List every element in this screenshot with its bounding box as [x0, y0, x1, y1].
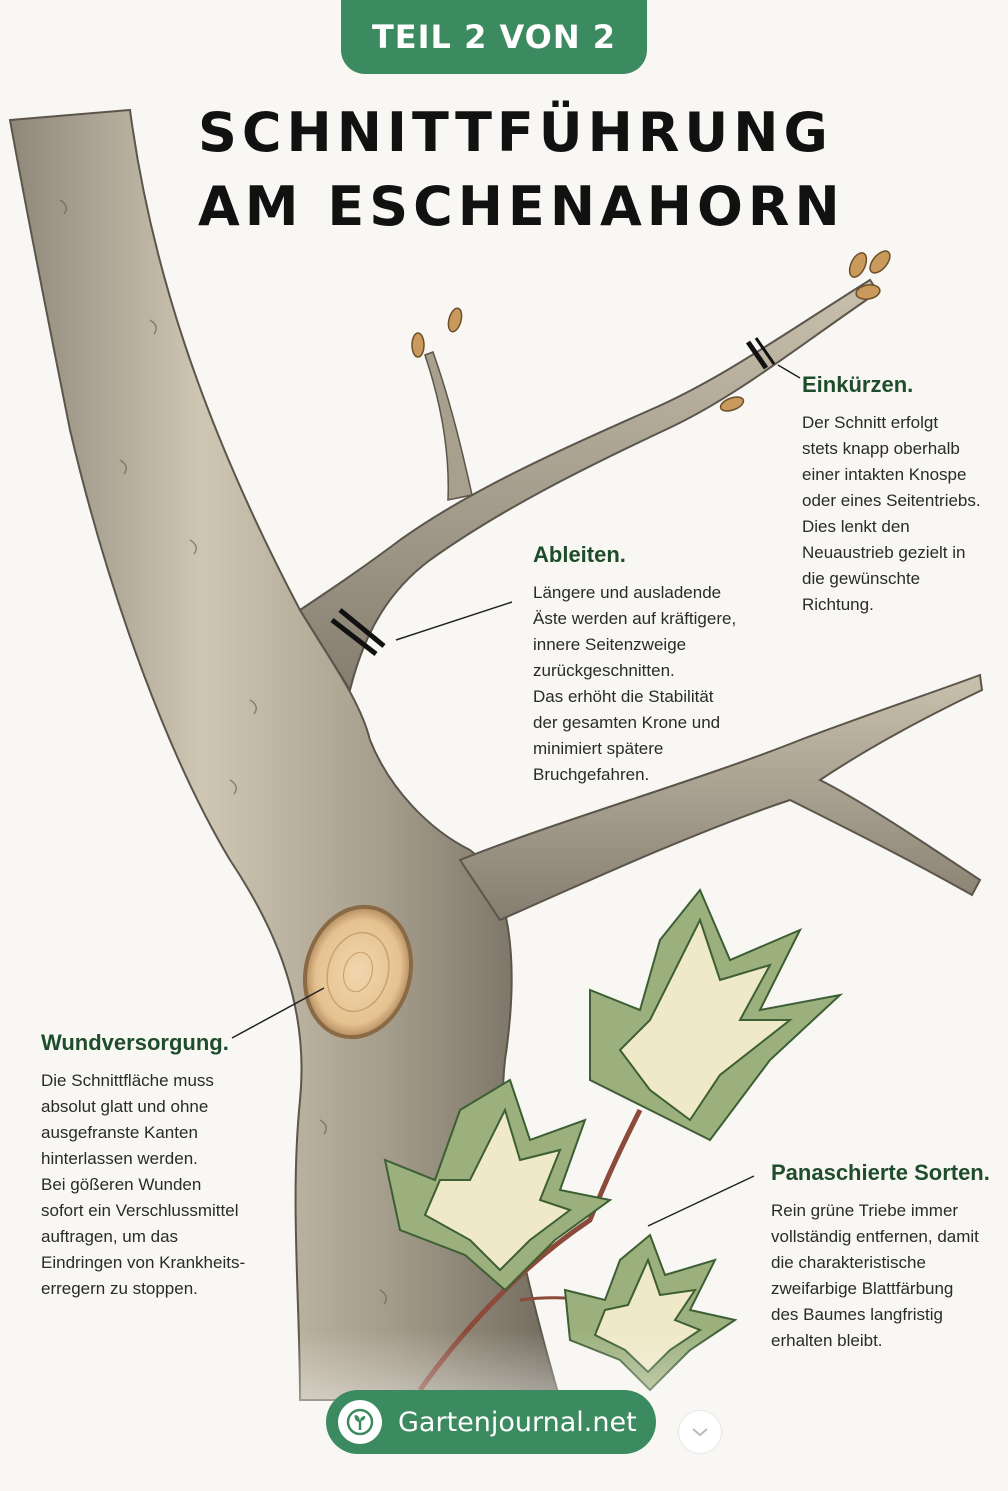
- title-line-2: AM ESCHENAHORN: [198, 175, 845, 238]
- note-line: des Baumes langfristig: [771, 1305, 943, 1324]
- note-line: absolut glatt und ohne: [41, 1097, 209, 1116]
- chevron-down-icon: [692, 1428, 708, 1437]
- note-line: Dies lenkt den: [802, 517, 910, 536]
- note-wundversorgung: Wundversorgung. Die Schnittfläche muss a…: [41, 1030, 245, 1302]
- note-line: ausgefranste Kanten: [41, 1123, 198, 1142]
- note-line: Neuaustrieb gezielt in: [802, 543, 966, 562]
- note-line: innere Seitenzweige: [533, 635, 687, 654]
- note-line: Äste werden auf kräftigere,: [533, 609, 737, 628]
- part-indicator-badge: TEIL 2 VON 2: [341, 0, 647, 74]
- note-ableiten: Ableiten. Längere und ausladende Äste we…: [533, 542, 736, 788]
- brand-name: Gartenjournal.net: [398, 1406, 637, 1438]
- note-panaschierte-sorten-text: Rein grüne Triebe immer vollständig entf…: [771, 1198, 990, 1354]
- note-line: Der Schnitt erfolgt: [802, 413, 939, 432]
- side-twig: [424, 351, 473, 501]
- page-title: SCHNITTFÜHRUNG AM ESCHENAHORN: [198, 96, 918, 244]
- note-wundversorgung-text: Die Schnittfläche muss absolut glatt und…: [41, 1068, 245, 1302]
- note-line: Rein grüne Triebe immer: [771, 1201, 959, 1220]
- note-einkuerzen-text: Der Schnitt erfolgt stets knapp oberhalb…: [802, 410, 981, 618]
- note-line: oder eines Seitentriebs.: [802, 491, 981, 510]
- note-einkuerzen: Einkürzen. Der Schnitt erfolgt stets kna…: [802, 372, 981, 618]
- note-line: Längere und ausladende: [533, 583, 722, 602]
- note-line: Bei gößeren Wunden: [41, 1175, 202, 1194]
- note-line: einer intakten Knospe: [802, 465, 967, 484]
- note-line: zurückgeschnitten.: [533, 661, 675, 680]
- leader-lines: [231, 364, 801, 1227]
- note-line: auftragen, um das: [41, 1227, 179, 1246]
- note-panaschierte-sorten: Panaschierte Sorten. Rein grüne Triebe i…: [771, 1160, 990, 1354]
- seedling-logo-icon: [338, 1400, 382, 1444]
- note-line: Richtung.: [802, 595, 874, 614]
- brand-badge[interactable]: Gartenjournal.net: [326, 1390, 656, 1454]
- note-wundversorgung-title: Wundversorgung.: [41, 1030, 229, 1055]
- note-einkuerzen-title: Einkürzen.: [802, 372, 914, 397]
- note-line: erhalten bleibt.: [771, 1331, 883, 1350]
- note-line: minimiert spätere: [533, 739, 664, 758]
- note-line: Das erhöht die Stabilität: [533, 687, 714, 706]
- note-line: zweifarbige Blattfärbung: [771, 1279, 954, 1298]
- note-line: Eindringen von Krankheits-: [41, 1253, 246, 1272]
- scroll-down-button[interactable]: [678, 1410, 722, 1454]
- note-ableiten-title: Ableiten.: [533, 542, 626, 567]
- note-line: die charakteristische: [771, 1253, 926, 1272]
- note-line: erregern zu stoppen.: [41, 1279, 198, 1298]
- note-ableiten-text: Längere und ausladende Äste werden auf k…: [533, 580, 736, 788]
- note-line: stets knapp oberhalb: [802, 439, 960, 458]
- bud-cluster: [411, 250, 891, 412]
- note-line: Bruchgefahren.: [533, 765, 650, 784]
- title-line-1: SCHNITTFÜHRUNG: [198, 101, 833, 164]
- note-line: die gewünschte: [802, 569, 921, 588]
- note-line: Die Schnittfläche muss: [41, 1071, 214, 1090]
- note-panaschierte-sorten-title: Panaschierte Sorten.: [771, 1160, 990, 1185]
- note-line: vollständig entfernen, damit: [771, 1227, 979, 1246]
- note-line: der gesamten Krone und: [533, 713, 721, 732]
- cut-marks: [330, 337, 776, 656]
- note-line: hinterlassen werden.: [41, 1149, 198, 1168]
- bark-texture: [59, 199, 427, 1305]
- note-line: sofort ein Verschlussmittel: [41, 1201, 239, 1220]
- cut-surface: [302, 904, 414, 1040]
- lower-branch: [458, 673, 984, 922]
